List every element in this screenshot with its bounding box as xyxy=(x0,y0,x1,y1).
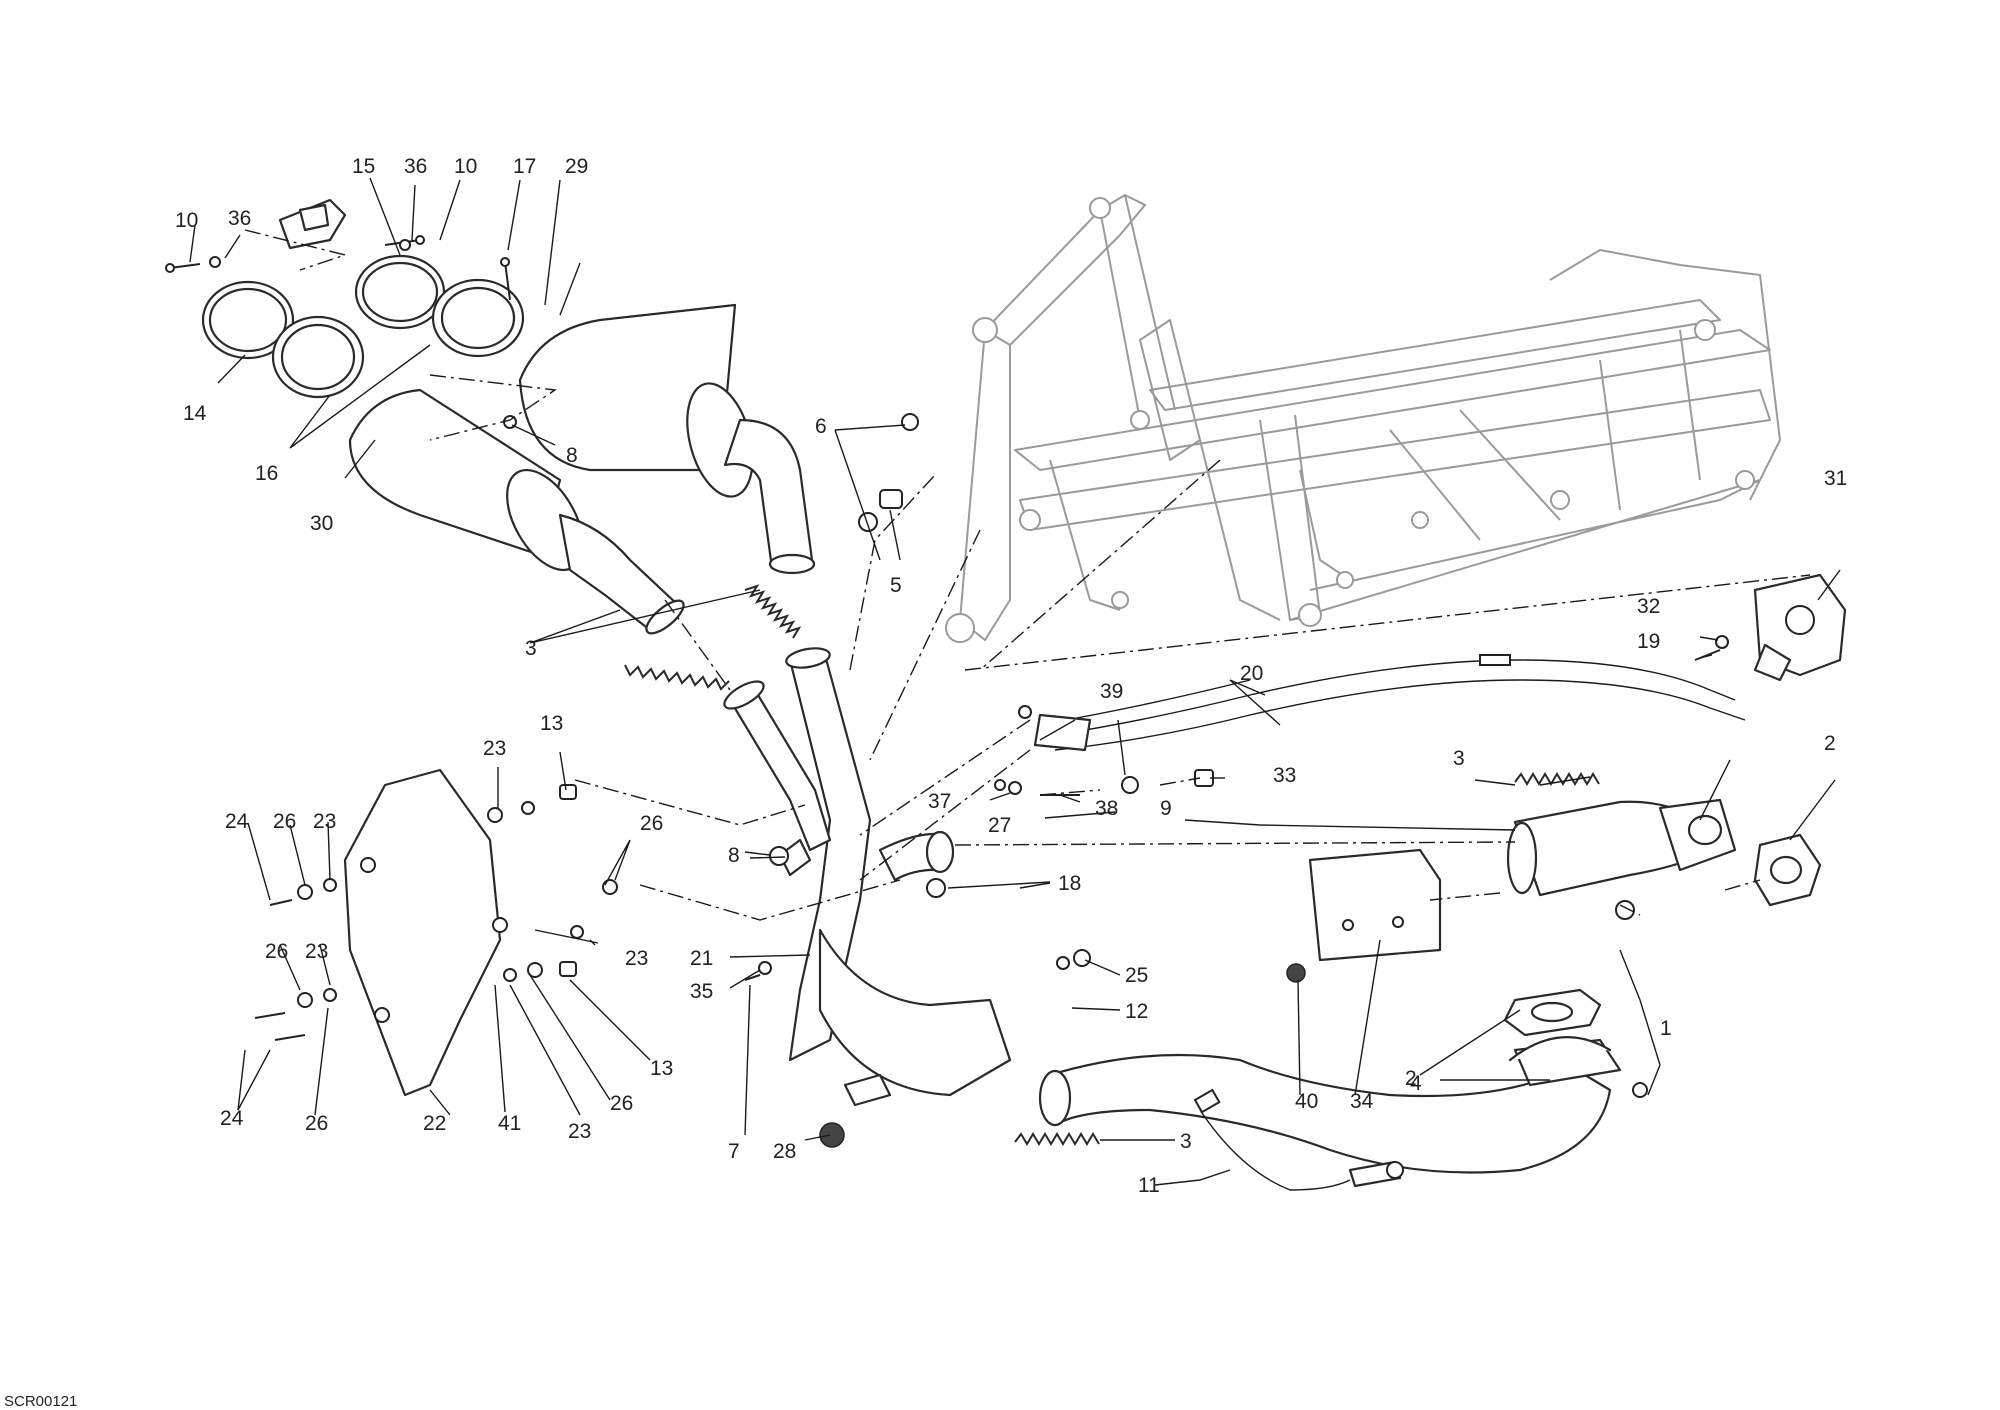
callout-38: 38 xyxy=(1095,797,1118,820)
callout-36: 36 xyxy=(404,155,427,178)
callout-17: 17 xyxy=(513,155,536,178)
callout-36: 36 xyxy=(228,207,251,230)
callout-5: 5 xyxy=(890,574,902,597)
bracket-top xyxy=(278,198,347,250)
clamp-14 xyxy=(201,280,295,360)
callout-23: 23 xyxy=(305,940,328,963)
callout-16: 16 xyxy=(255,462,278,485)
callout-31: 31 xyxy=(1824,467,1847,490)
clamp-16-left xyxy=(271,315,365,399)
callout-11: 11 xyxy=(1138,1174,1160,1197)
callout-22: 22 xyxy=(423,1112,446,1135)
small-hardware xyxy=(254,413,1729,1148)
heat-shield-22 xyxy=(343,768,508,1097)
callout-32: 32 xyxy=(1637,595,1660,618)
cables-20 xyxy=(1033,654,1746,752)
motorcycle-frame xyxy=(945,194,1781,643)
callout-33: 33 xyxy=(1273,764,1296,787)
callout-9: 9 xyxy=(1160,797,1172,820)
callout-26: 26 xyxy=(640,812,663,835)
callout-4: 4 xyxy=(1410,1072,1422,1095)
callout-14: 14 xyxy=(183,402,207,425)
callout-40: 40 xyxy=(1295,1090,1318,1113)
callout-23: 23 xyxy=(625,947,648,970)
spring-3-bottom xyxy=(1014,1132,1100,1146)
callout-34: 34 xyxy=(1350,1090,1374,1113)
callout-6: 6 xyxy=(815,415,827,438)
callout-7: 7 xyxy=(728,1140,740,1163)
callout-3: 3 xyxy=(525,637,537,660)
callout-20: 20 xyxy=(1240,662,1263,685)
spring-3-right xyxy=(1514,772,1600,786)
valve-assembly-31 xyxy=(1753,573,1847,682)
callout-19: 19 xyxy=(1637,630,1660,653)
callout-13: 13 xyxy=(650,1057,673,1080)
clamp-screws xyxy=(165,235,517,429)
callout-8: 8 xyxy=(728,844,740,867)
callout-3: 3 xyxy=(1180,1130,1192,1153)
spring-3-middle xyxy=(624,664,730,691)
callout-23: 23 xyxy=(313,810,336,833)
callout-30: 30 xyxy=(310,512,333,535)
collector-pipe-21 xyxy=(723,647,1012,1107)
callout-10: 10 xyxy=(454,155,477,178)
assembly-lines xyxy=(244,229,1811,921)
heat-shield-34 xyxy=(1308,848,1442,962)
muffler-30 xyxy=(348,388,685,635)
callout-28: 28 xyxy=(773,1140,796,1163)
drawing-code: SCR00121 xyxy=(4,1393,77,1410)
clamp-16-right xyxy=(431,278,525,358)
callout-35: 35 xyxy=(690,980,713,1003)
callout-12: 12 xyxy=(1125,1000,1148,1023)
callout-21: 21 xyxy=(690,947,713,970)
header-pipe-4 xyxy=(1038,1036,1622,1174)
callout-27: 27 xyxy=(988,814,1011,837)
callout-24: 24 xyxy=(220,1107,244,1130)
callout-25: 25 xyxy=(1125,964,1148,987)
callout-23: 23 xyxy=(568,1120,591,1143)
callout-37: 37 xyxy=(928,790,951,813)
callout-24: 24 xyxy=(225,810,249,833)
gasket-2-right xyxy=(1753,833,1822,907)
callout-labels: 10 36 15 36 10 17 29 14 16 8 30 6 5 31 3… xyxy=(4,155,1847,1410)
callout-1: 1 xyxy=(1660,1017,1672,1040)
callout-39: 39 xyxy=(1100,680,1123,703)
oxygen-sensor-11 xyxy=(1193,1088,1404,1191)
callout-8: 8 xyxy=(566,444,578,467)
callout-2: 2 xyxy=(1824,732,1836,755)
leader-lines xyxy=(189,177,1841,1186)
gasket-2-lower xyxy=(1503,988,1602,1037)
callout-26: 26 xyxy=(305,1112,328,1135)
callout-18: 18 xyxy=(1058,872,1081,895)
callout-26: 26 xyxy=(273,810,296,833)
callout-13: 13 xyxy=(540,712,563,735)
callout-15: 15 xyxy=(352,155,375,178)
callout-26: 26 xyxy=(610,1092,633,1115)
spring-3-upper xyxy=(744,584,802,639)
callout-29: 29 xyxy=(565,155,588,178)
clamp-15 xyxy=(354,254,446,330)
muffler-29 xyxy=(518,303,816,575)
callout-23: 23 xyxy=(483,737,506,760)
callout-41: 41 xyxy=(498,1112,521,1135)
callout-26: 26 xyxy=(265,940,288,963)
callout-10: 10 xyxy=(175,209,198,232)
pipe-9 xyxy=(1506,798,1737,897)
callout-3: 3 xyxy=(1453,747,1465,770)
callout-2: 2 xyxy=(1405,1067,1417,1090)
